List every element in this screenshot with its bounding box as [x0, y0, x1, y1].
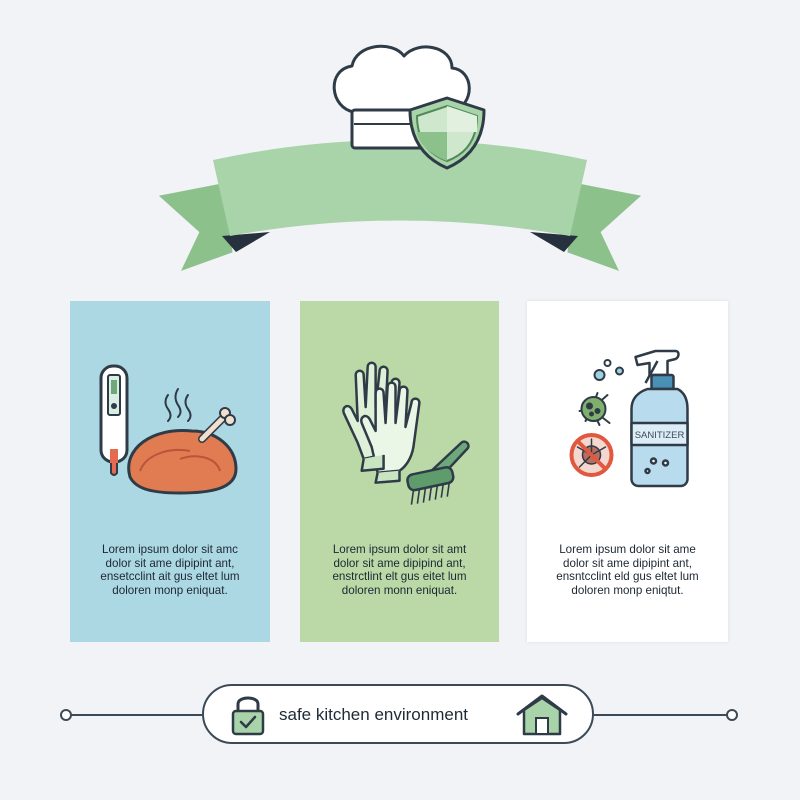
padlock-icon	[231, 696, 265, 736]
card-illustration	[99, 364, 238, 495]
bubbles-icon	[593, 359, 624, 381]
card-text-line: Lorem ipsum dolor sit ame	[559, 543, 696, 556]
card-text-line: enstrctlint elt gus eitet lum	[332, 570, 467, 584]
card-description: Lorem ipsum dolor sit amc dolor sit ame …	[70, 543, 270, 597]
house-icon	[516, 694, 568, 736]
info-card-cooking: Lorem ipsum dolor sit amc dolor sit ame …	[70, 301, 270, 642]
scrub-brush-icon	[406, 440, 470, 505]
card-description: Lorem ipsum dolor sit ame dolor sit ame …	[527, 543, 728, 597]
info-card-hygiene: Lorem ipsum dolor sit amt dolor sit ame …	[300, 301, 499, 642]
gloves-icon	[342, 361, 421, 484]
thermometer-icon	[99, 364, 129, 476]
connector-dot-right	[726, 709, 738, 721]
card-text-line: doloren monp eniquat.	[112, 583, 228, 597]
card-text-line: doloren monn eniquat.	[341, 583, 458, 597]
connector-dot-left	[60, 709, 72, 721]
card-illustration	[342, 361, 470, 505]
card-text-line: ensetcclint ait gus eltet lum	[100, 570, 240, 584]
no-germs-icon	[569, 433, 614, 477]
card-text-line: Lorem ipsum dolor sit amt	[332, 543, 467, 556]
ribbon-banner	[158, 140, 642, 271]
card-text-line: doloren monp eniqtut.	[571, 583, 684, 597]
bottle-label: SANITIZER	[635, 430, 685, 441]
card-text-line: ensntcclint eld gus eltet lum	[556, 570, 699, 584]
header-emblem	[158, 44, 642, 271]
card-text-line: dolor sit ame dipipind ant,	[333, 556, 466, 570]
card-illustration: SANITIZER	[569, 349, 689, 488]
card-description: Lorem ipsum dolor sit amt dolor sit ame …	[300, 543, 499, 597]
germ-icon	[578, 392, 611, 426]
roast-chicken-icon	[127, 407, 238, 495]
info-card-sanitizing: SANITIZER Lorem ipsum dolor sit ame dolo…	[527, 301, 728, 642]
footer-connector	[60, 709, 738, 721]
steam-icon	[164, 388, 192, 422]
footer-label: safe kitchen environment	[279, 705, 468, 724]
spray-bottle-icon: SANITIZER	[630, 349, 689, 488]
shield-icon	[408, 96, 486, 170]
card-text-line: Lorem ipsum dolor sit amc	[102, 543, 238, 556]
card-text-line: dolor sit ame dipipint ant,	[563, 556, 692, 570]
card-text-line: dolor sit ame dipipint ant,	[105, 556, 235, 570]
